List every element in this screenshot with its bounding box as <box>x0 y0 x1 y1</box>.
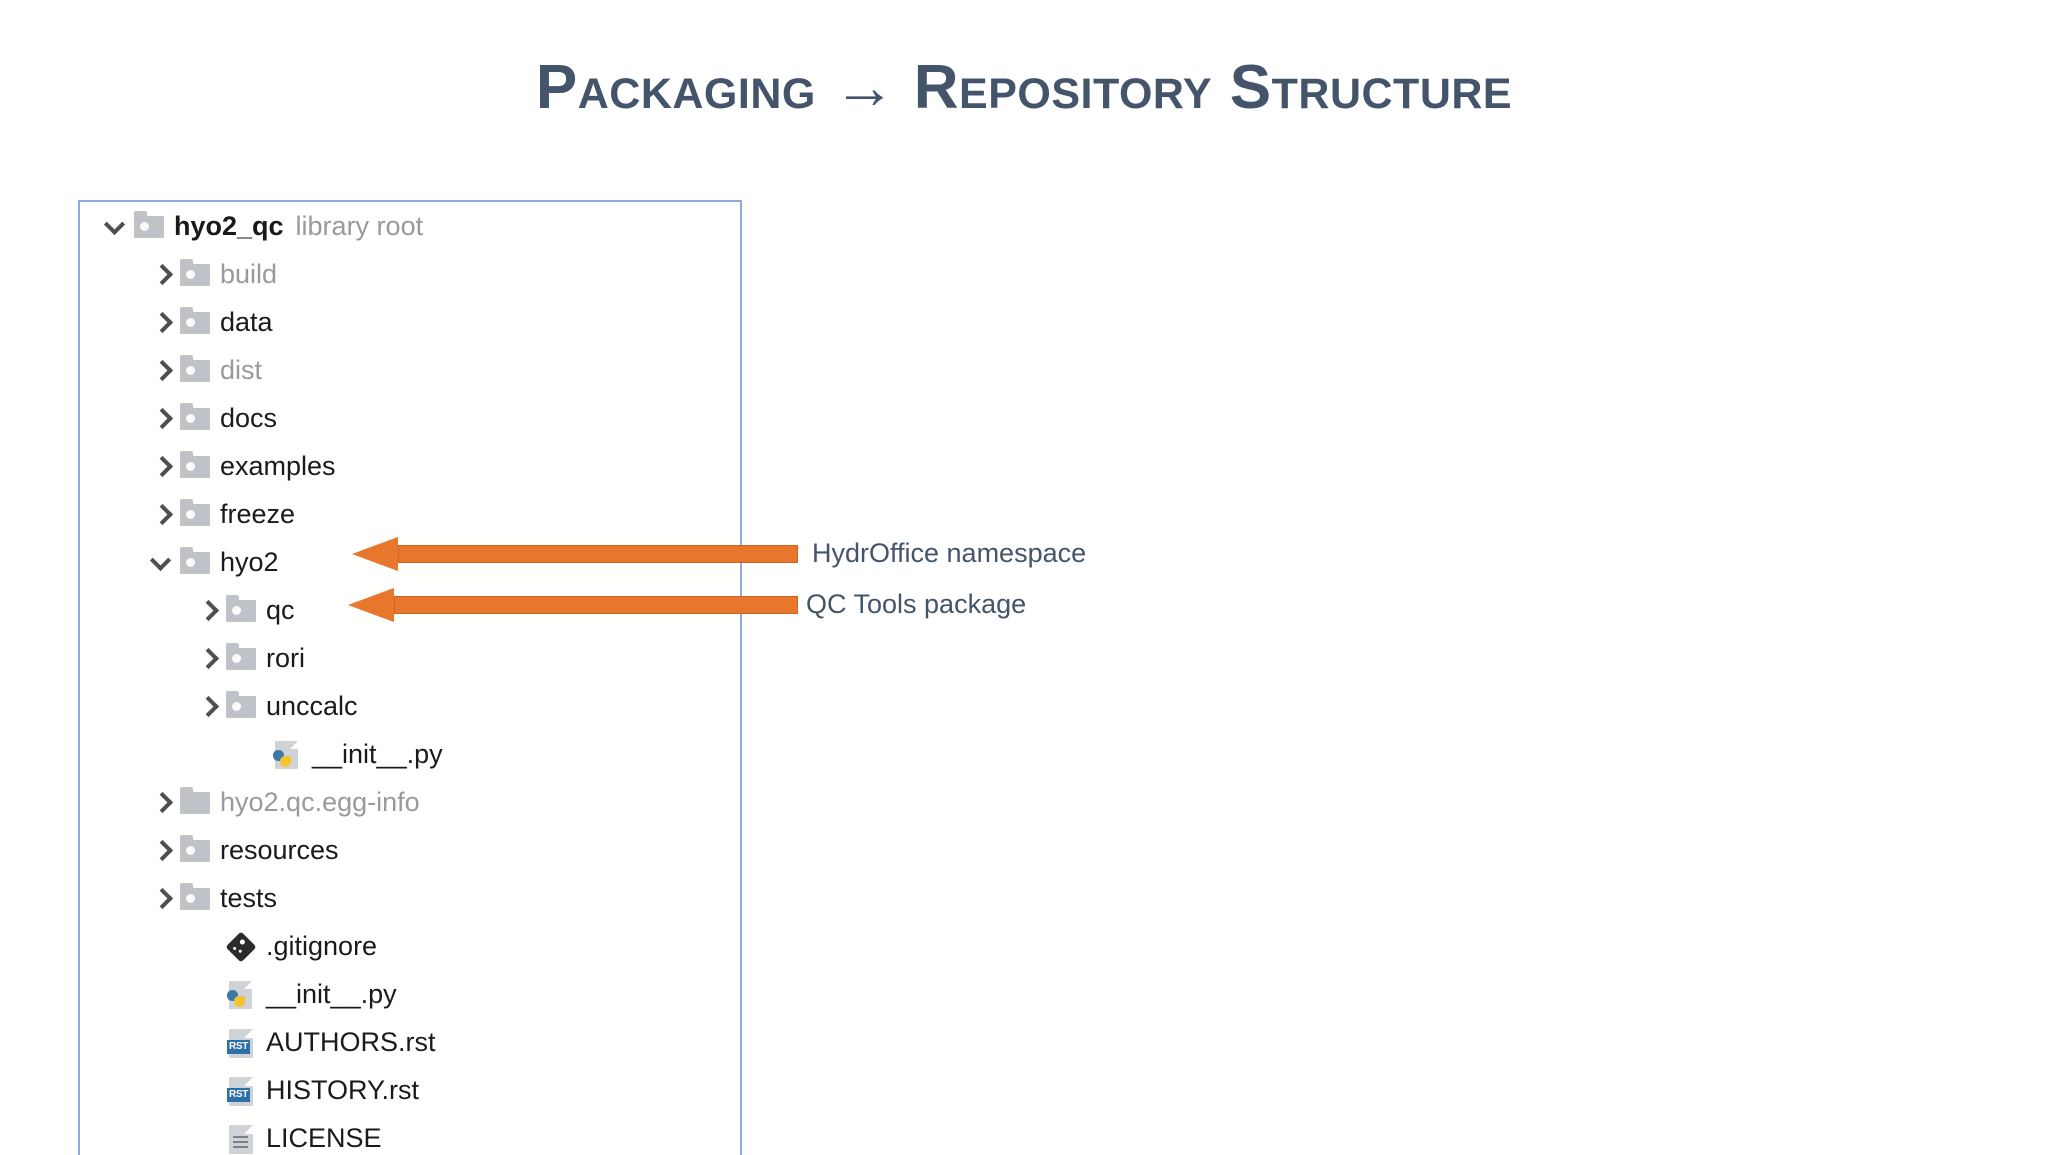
tree-row[interactable]: hyo2 <box>80 538 740 586</box>
chevron-right-icon[interactable] <box>148 259 178 289</box>
tree-row-label: data <box>220 306 273 337</box>
chevron-down-icon[interactable] <box>148 547 178 577</box>
page-title: Packaging → Repository Structure <box>535 53 1513 122</box>
callout-label-qc-tools-package: QC Tools package <box>806 589 1027 619</box>
folder-source-root-icon <box>224 595 258 625</box>
arrow-shaft <box>398 545 798 563</box>
rst-file-icon: RST <box>224 1027 258 1058</box>
tree-row-label: tests <box>220 882 278 913</box>
tree-row-label: __init__.py <box>312 738 443 769</box>
chevron-right-icon[interactable] <box>148 355 178 385</box>
git-file-icon <box>224 931 258 963</box>
tree-row-label: hyo2 <box>220 546 279 577</box>
folder-source-root-icon <box>178 835 212 865</box>
chevron-right-icon[interactable] <box>148 451 178 481</box>
folder-source-root-icon <box>178 451 212 481</box>
tree-row[interactable]: qc <box>80 586 740 634</box>
folder-source-root-icon <box>178 259 212 289</box>
tree-row-label: examples <box>220 450 336 481</box>
tree-row[interactable]: dist <box>80 346 740 394</box>
folder-source-root-icon <box>178 547 212 577</box>
text-file-icon <box>224 1123 258 1154</box>
tree-row[interactable]: hyo2_qc library root <box>80 202 740 250</box>
callout-arrow-qc-tools-package <box>348 588 798 622</box>
tree-row-label: HISTORY.rst <box>266 1074 420 1105</box>
tree-row[interactable]: __init__.py <box>80 970 740 1018</box>
tree-row-label: build <box>220 258 278 289</box>
tree-row[interactable]: .gitignore <box>80 922 740 970</box>
chevron-right-icon[interactable] <box>194 595 224 625</box>
tree-row[interactable]: RST HISTORY.rst <box>80 1066 740 1114</box>
chevron-right-icon[interactable] <box>148 307 178 337</box>
tree-row-label: .gitignore <box>266 930 378 961</box>
folder-plain-icon <box>178 787 212 817</box>
tree-row[interactable]: build <box>80 250 740 298</box>
arrow-shaft <box>394 596 798 614</box>
chevron-right-icon[interactable] <box>194 643 224 673</box>
chevron-right-icon[interactable] <box>194 691 224 721</box>
chevron-down-icon[interactable] <box>102 211 132 241</box>
callout-label-hydroffice-namespace: HydrOffice namespace <box>812 538 1087 568</box>
folder-source-root-icon <box>178 499 212 529</box>
rst-file-icon: RST <box>224 1075 258 1106</box>
python-file-icon <box>224 979 258 1009</box>
chevron-right-icon[interactable] <box>148 787 178 817</box>
tree-row-label: qc <box>266 594 295 625</box>
tree-row-label: unccalc <box>266 690 358 721</box>
folder-source-root-icon <box>132 211 166 241</box>
tree-row-label: LICENSE <box>266 1122 382 1153</box>
tree-row[interactable]: LICENSE <box>80 1114 740 1155</box>
tree-row[interactable]: tests <box>80 874 740 922</box>
python-file-icon <box>270 739 304 769</box>
chevron-right-icon[interactable] <box>148 499 178 529</box>
tree-row[interactable]: hyo2.qc.egg-info <box>80 778 740 826</box>
chevron-right-icon[interactable] <box>148 883 178 913</box>
callout-arrow-hydroffice-namespace <box>352 537 798 571</box>
tree-row[interactable]: freeze <box>80 490 740 538</box>
tree-row[interactable]: resources <box>80 826 740 874</box>
tree-row-label: __init__.py <box>266 978 397 1009</box>
tree-row-label: freeze <box>220 498 296 529</box>
folder-source-root-icon <box>178 355 212 385</box>
tree-row-label: docs <box>220 402 278 433</box>
tree-row-label: dist <box>220 354 263 385</box>
tree-row-label: resources <box>220 834 339 865</box>
tree-row[interactable]: examples <box>80 442 740 490</box>
tree-row[interactable]: RST AUTHORS.rst <box>80 1018 740 1066</box>
tree-row[interactable]: rori <box>80 634 740 682</box>
tree-row[interactable]: docs <box>80 394 740 442</box>
tree-row[interactable]: __init__.py <box>80 730 740 778</box>
folder-source-root-icon <box>178 883 212 913</box>
project-tree-panel[interactable]: hyo2_qc library root build data dist docs exam… <box>78 200 742 1155</box>
chevron-right-icon[interactable] <box>148 403 178 433</box>
tree-row[interactable]: unccalc <box>80 682 740 730</box>
tree-row-label: rori <box>266 642 305 673</box>
chevron-right-icon[interactable] <box>148 835 178 865</box>
folder-source-root-icon <box>178 307 212 337</box>
tree-row-label: AUTHORS.rst <box>266 1026 436 1057</box>
tree-row-label: hyo2_qc <box>174 210 284 241</box>
arrow-head <box>348 588 394 622</box>
folder-source-root-icon <box>178 403 212 433</box>
arrow-head <box>352 537 398 571</box>
folder-source-root-icon <box>224 691 258 721</box>
tree-row-hint: library root <box>295 210 424 241</box>
tree-row-label: hyo2.qc.egg-info <box>220 786 420 817</box>
tree-row[interactable]: data <box>80 298 740 346</box>
folder-source-root-icon <box>224 643 258 673</box>
